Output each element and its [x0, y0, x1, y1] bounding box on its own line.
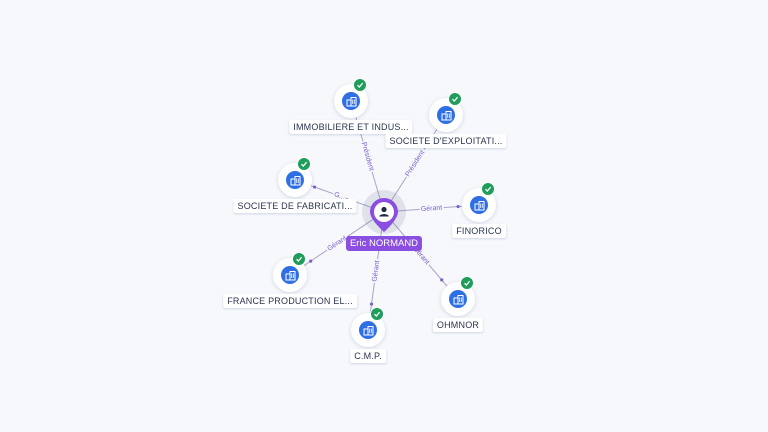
company-label[interactable]: OHMNOR — [432, 318, 484, 332]
verified-check-icon — [370, 307, 384, 321]
company-label[interactable]: SOCIETE DE FABRICATI... — [233, 199, 357, 213]
building-icon — [342, 92, 360, 110]
company-label[interactable]: C.M.P. — [350, 349, 386, 363]
verified-check-icon — [460, 276, 474, 290]
company-label[interactable]: FINORICO — [452, 224, 506, 238]
company-circle[interactable] — [351, 307, 385, 347]
edge-label-cmp: Gérant — [371, 260, 381, 282]
verified-check-icon — [292, 252, 306, 266]
edge-ohmnor — [383, 211, 459, 300]
edge-label-finorico: Gérant — [421, 205, 443, 214]
building-icon — [437, 106, 455, 124]
edge-immobiliere — [350, 100, 385, 213]
company-label[interactable]: IMMOBILIERE ET INDUS... — [289, 120, 413, 134]
company-circle[interactable] — [278, 157, 312, 197]
edge-arrow-france — [309, 259, 313, 263]
company-label[interactable]: SOCIETE D'EXPLOITATI... — [385, 134, 507, 148]
building-icon — [359, 321, 377, 339]
person-name[interactable]: Eric NORMAND — [345, 236, 423, 251]
edge-arrow-ohmnor — [440, 278, 444, 282]
building-icon — [470, 196, 488, 214]
edge-arrow-cmp — [369, 302, 374, 306]
edge-label-france: Gérant — [326, 235, 348, 253]
company-circle[interactable] — [462, 182, 496, 222]
edge-arrow-finorico — [456, 204, 460, 209]
edge-label-immobiliere: Président — [360, 141, 375, 171]
person-icon — [370, 198, 398, 232]
company-circle[interactable] — [429, 92, 463, 132]
edge-exploitation — [383, 114, 447, 213]
building-icon — [286, 171, 304, 189]
verified-check-icon — [297, 157, 311, 171]
edge-arrow-fabrication — [312, 185, 317, 189]
edge-label-exploitation: Président — [404, 149, 426, 178]
company-circle[interactable] — [441, 276, 475, 316]
edge-france — [289, 211, 385, 276]
company-circle[interactable] — [334, 78, 368, 118]
building-icon — [281, 266, 299, 284]
company-circle[interactable] — [273, 252, 307, 292]
building-icon — [449, 290, 467, 308]
verified-check-icon — [481, 182, 495, 196]
company-label[interactable]: FRANCE PRODUCTION EL... — [223, 294, 357, 308]
verified-check-icon — [353, 78, 367, 92]
verified-check-icon — [448, 92, 462, 106]
